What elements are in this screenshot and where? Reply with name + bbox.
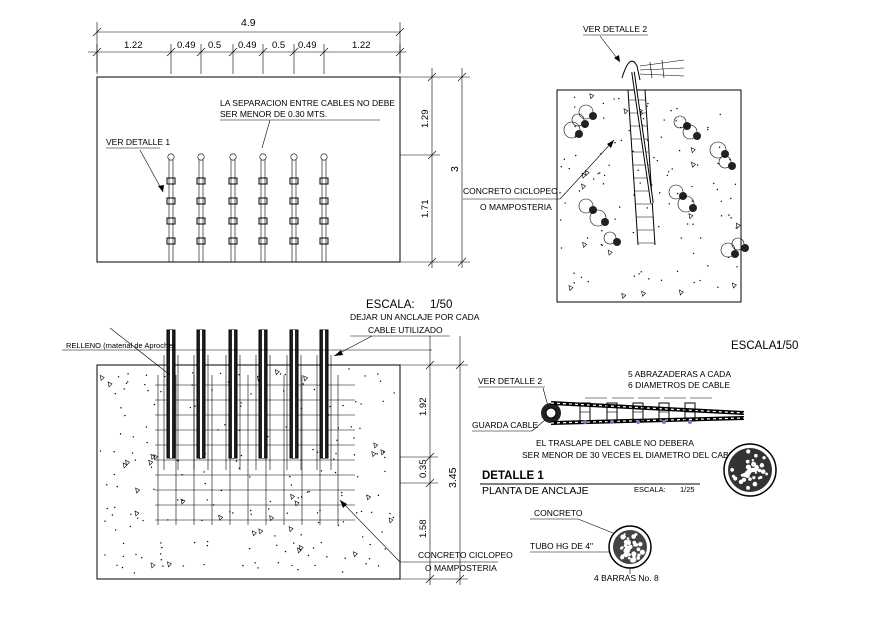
elev-dim-1: 1.92 bbox=[418, 398, 429, 417]
right-dim-2: 1.71 bbox=[420, 200, 431, 219]
section-ver-detalle: VER DETALLE 2 bbox=[583, 24, 647, 34]
seg-dim-5: 0.5 bbox=[272, 40, 285, 51]
detail-subtitle: PLANTA DE ANCLAJE bbox=[482, 485, 589, 497]
elev-note-line1: DEJAR UN ANCLAJE POR CADA bbox=[350, 312, 480, 322]
tubo-label: TUBO HG DE 4" bbox=[530, 541, 593, 551]
detail-sub-escala-value: 1/25 bbox=[680, 485, 695, 494]
concreto-label: CONCRETO bbox=[534, 508, 583, 518]
overlap-line2: SER MENOR DE 30 VECES EL DIAMETRO DEL CA… bbox=[522, 450, 739, 460]
top-plan-frame bbox=[96, 76, 401, 263]
seg-dim-4: 0.49 bbox=[238, 40, 257, 51]
seg-dim-6: 0.49 bbox=[298, 40, 317, 51]
right-dim-outer: 3 bbox=[449, 166, 461, 172]
detail-escala-label: ESCALA: bbox=[731, 340, 780, 352]
detail-ver-detalle: VER DETALLE 2 bbox=[478, 376, 542, 386]
top-total-width: 4.9 bbox=[241, 17, 256, 29]
elev-concrete-1: CONCRETO CICLOPEO bbox=[418, 550, 513, 560]
top-cable-group bbox=[166, 153, 329, 262]
elev-dim-2: 0.35 bbox=[418, 460, 429, 479]
section-concrete-1: CONCRETO CICLOPEO bbox=[463, 186, 558, 196]
detail-view: ESCALA: 1/50 VER DETALLE 2 5 ABRAZADERAS… bbox=[472, 340, 798, 583]
section-view: VER DETALLE 2 CONCRETO CICLOPEO O MAMPOS… bbox=[463, 24, 749, 303]
detail-sub-escala-label: ESCALA: bbox=[634, 485, 666, 494]
seg-dim-3: 0.5 bbox=[208, 40, 221, 51]
elev-escala-label: ESCALA: bbox=[366, 299, 415, 311]
guarda-cable: GUARDA CABLE bbox=[472, 420, 538, 430]
elev-dim-3: 1.58 bbox=[418, 520, 429, 539]
elev-note-line2: CABLE UTILIZADO bbox=[368, 325, 443, 335]
overlap-line1: EL TRASLAPE DEL CABLE NO DEBERA bbox=[536, 438, 694, 448]
elevation-view: RELLENO (material de Aproche) ESCALA: 1/… bbox=[62, 299, 513, 585]
seg-dim-7: 1.22 bbox=[352, 40, 371, 51]
top-plan-view: 4.9 1.22 0.49 0.5 0.49 0.5 0.49 1.22 1.2… bbox=[88, 17, 470, 268]
elev-escala-value: 1/50 bbox=[430, 299, 452, 311]
top-note-line2: SER MENOR DE 0.30 MTS. bbox=[220, 109, 327, 119]
top-note-line1: LA SEPARACION ENTRE CABLES NO DEBE bbox=[220, 98, 395, 108]
clamps-line2: 6 DIAMETROS DE CABLE bbox=[628, 380, 730, 390]
barras-label: 4 BARRAS No. 8 bbox=[594, 573, 659, 583]
detail-title: DETALLE 1 bbox=[482, 470, 544, 482]
elev-concrete-2: O MAMPOSTERIA bbox=[425, 563, 497, 573]
clamps-line1: 5 ABRAZADERAS A CADA bbox=[628, 369, 731, 379]
right-dim-1: 1.29 bbox=[420, 110, 431, 129]
seg-dim-2: 0.49 bbox=[177, 40, 196, 51]
elev-dim-outer: 3.45 bbox=[447, 467, 459, 488]
relleno-label: RELLENO (material de Aproche) bbox=[66, 341, 175, 350]
elevation-frame bbox=[96, 364, 401, 580]
section-frame bbox=[556, 89, 742, 303]
ver-detalle-1: VER DETALLE 1 bbox=[106, 137, 170, 147]
section-concrete-2: O MAMPOSTERIA bbox=[480, 202, 552, 212]
seg-dim-1: 1.22 bbox=[124, 40, 143, 51]
detail-escala-value: 1/50 bbox=[776, 340, 798, 352]
